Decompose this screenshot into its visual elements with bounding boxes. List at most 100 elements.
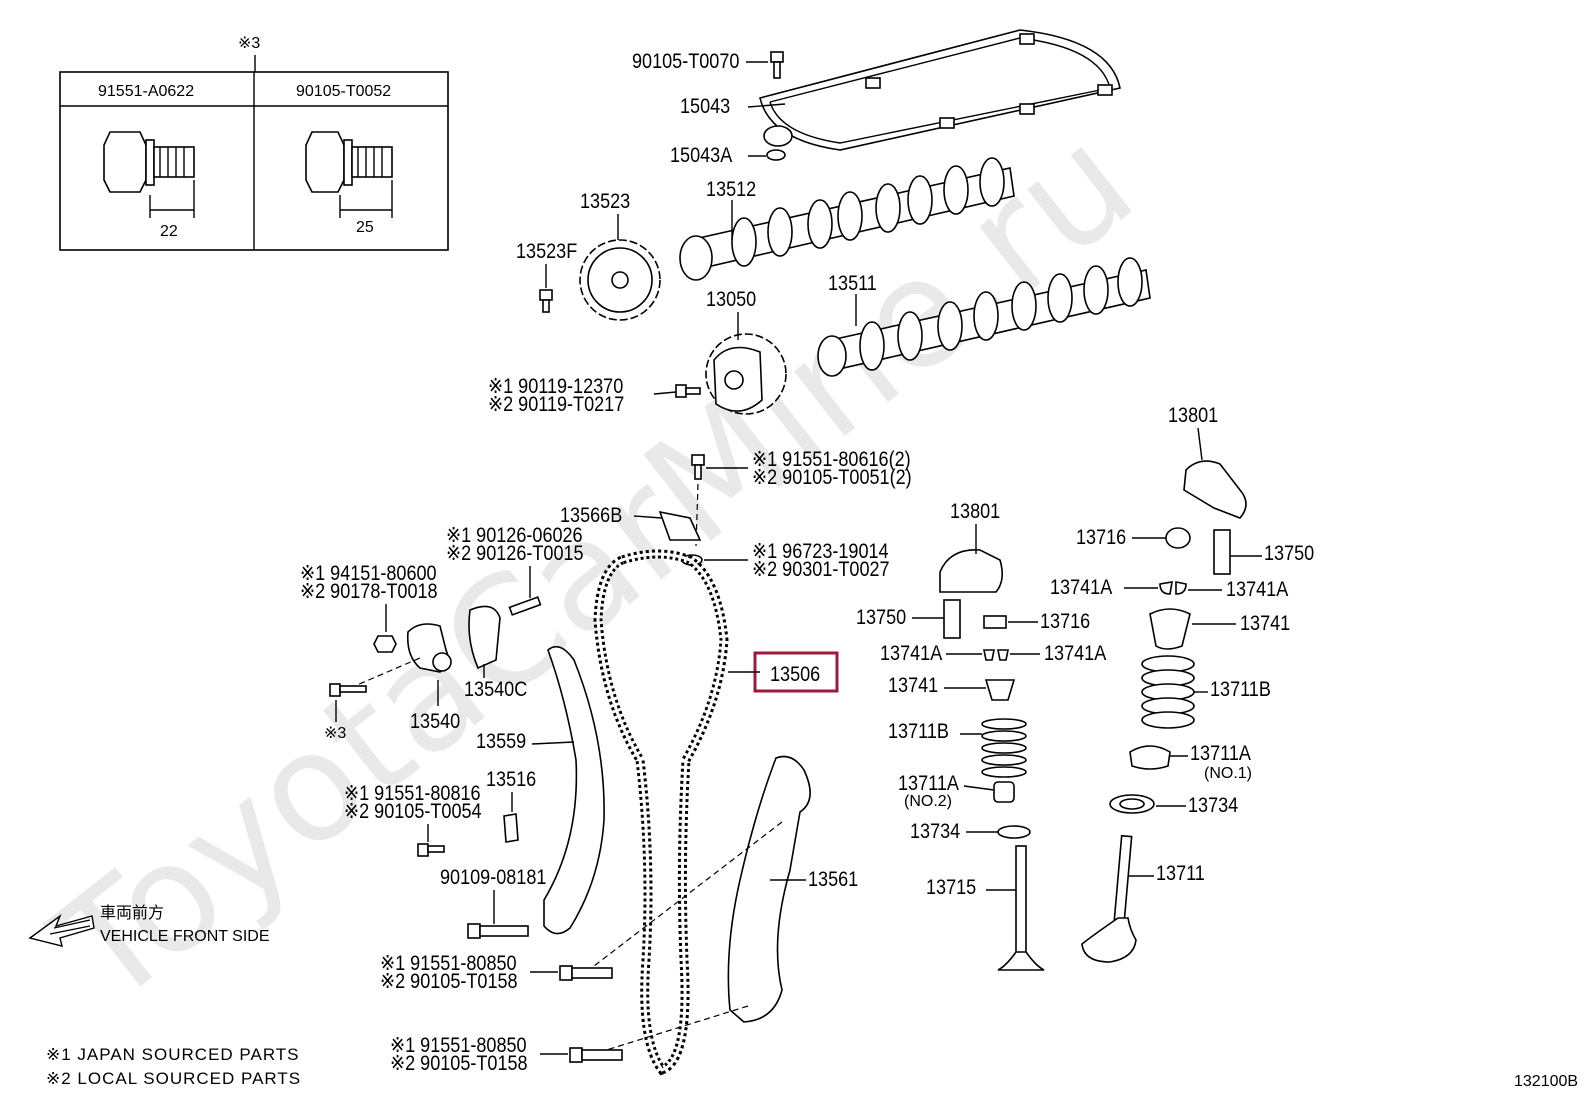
label-13523F: 13523F (516, 240, 577, 264)
small-bolt-icon (770, 51, 784, 79)
label-13711B-r: 13711B (1210, 678, 1271, 702)
rocker-arm-icon (1183, 460, 1247, 519)
label-15043A: 15043A (670, 144, 733, 168)
valve-cap-icon (1165, 527, 1191, 549)
label-13801-r: 13801 (1168, 404, 1218, 428)
label-13750-r: 13750 (1264, 542, 1314, 566)
lash-adjuster-icon (943, 599, 961, 639)
label-13540: 13540 (410, 710, 460, 734)
chain-damper-icon (503, 813, 519, 843)
label-bolt-c2: ※2 90105-T0054 (344, 800, 482, 824)
label-13741-m: 13741 (888, 674, 938, 698)
label-13561: 13561 (808, 868, 858, 892)
label-90105-T0070: 90105-T0070 (632, 50, 740, 74)
label-13516: 13516 (486, 768, 536, 792)
chain-slipper-guide (543, 645, 605, 935)
label-ref-3: ※3 (324, 725, 346, 742)
label-oring-1: ※1 96723-19014 (752, 540, 889, 564)
tensioner-gasket (468, 605, 501, 670)
chain-guide-bracket (658, 510, 702, 541)
small-bolt-icon (539, 289, 553, 313)
oring-icon (766, 149, 786, 161)
label-13741A-m1: 13741A (880, 642, 943, 666)
label-13716-m: 13716 (1040, 610, 1090, 634)
label-no1: (NO.1) (1204, 765, 1252, 782)
legend-line-1: ※1 JAPAN SOURCED PARTS (46, 1045, 300, 1064)
long-bolt-icon (569, 1047, 623, 1063)
stud-bolt-icon (508, 596, 542, 616)
label-13741A-r2: 13741A (1226, 578, 1289, 602)
label-bolt-d1: ※1 91551-80850 (380, 952, 517, 976)
label-13711A-m: 13711A (898, 772, 960, 796)
label-15043: 15043 (680, 95, 730, 119)
label-13741A-m2: 13741A (1044, 642, 1107, 666)
label-13711: 13711 (1156, 862, 1205, 886)
label-nut-1: ※1 94151-80600 (300, 562, 437, 586)
valve-seal-icon (997, 825, 1031, 839)
spring-seat-icon (1129, 745, 1171, 770)
exhaust-valve-icon (997, 845, 1045, 971)
label-stud-2: ※2 90126-T0015 (446, 542, 584, 566)
label-13566B: 13566B (560, 504, 622, 528)
small-bolt-icon (675, 384, 701, 398)
nut-icon (373, 635, 397, 653)
flange-bolt-icon (305, 131, 393, 218)
label-13716-r: 13716 (1076, 526, 1126, 550)
label-13711A-r: 13711A (1190, 742, 1252, 766)
bolt-spec-inset: ※3 91551-A0622 90105-T0052 22 25 (59, 35, 449, 251)
spring-retainer-icon (1149, 608, 1191, 650)
small-bolt-icon (329, 683, 367, 697)
label-bolt-d2: ※2 90105-T0158 (380, 970, 518, 994)
label-13801-m: 13801 (950, 500, 1000, 524)
vehicle-front-en: VEHICLE FRONT SIDE (100, 928, 270, 945)
small-bolt-icon (691, 454, 705, 480)
label-bolt-c1: ※1 91551-80816 (344, 782, 481, 806)
inset-note-mark: ※3 (238, 35, 260, 52)
cam-sprocket-icon (579, 239, 661, 321)
intake-valve-icon (1081, 834, 1137, 963)
label-13050: 13050 (706, 288, 756, 312)
label-nut-2: ※2 90178-T0018 (300, 580, 438, 604)
inset-dim-2: 25 (356, 219, 374, 236)
label-13540C: 13540C (464, 678, 527, 702)
label-bolt-b2: ※2 90105-T0051(2) (752, 466, 912, 490)
camshaft-intake (817, 257, 1151, 377)
label-13506[interactable]: 13506 (770, 663, 820, 687)
label-13559: 13559 (476, 730, 526, 754)
valve-spring-icon (1141, 655, 1195, 729)
vehicle-front-jp: 車両前方 (100, 904, 164, 922)
label-bolt-b1: ※1 91551-80616(2) (752, 448, 911, 472)
label-13512: 13512 (706, 178, 756, 202)
label-13511: 13511 (828, 272, 877, 296)
inset-part-1: 91551-A0622 (98, 83, 194, 100)
label-bolt-e2: ※2 90105-T0158 (390, 1052, 528, 1076)
label-13711B-m: 13711B (888, 720, 949, 744)
inset-part-2: 90105-T0052 (296, 83, 391, 100)
label-90109-08181: 90109-08181 (440, 866, 546, 890)
pivot-bolt-icon (467, 923, 529, 939)
label-no2: (NO.2) (904, 793, 952, 810)
rocker-arm-icon (939, 549, 1004, 593)
spring-retainer-icon (984, 679, 1016, 701)
valve-cap-icon (983, 615, 1007, 629)
legend-line-2: ※2 LOCAL SOURCED PARTS (46, 1069, 301, 1088)
vehicle-front-arrow-icon (28, 913, 95, 947)
label-bolt-a2: ※2 90119-T0217 (488, 393, 624, 417)
label-13734-m: 13734 (910, 820, 960, 844)
label-13523: 13523 (580, 190, 630, 214)
label-oring-2: ※2 90301-T0027 (752, 558, 890, 582)
label-13750-m: 13750 (856, 606, 906, 630)
long-bolt-icon (559, 965, 613, 981)
vvt-gear-icon (705, 333, 787, 415)
inset-dim-1: 22 (160, 223, 178, 240)
cam-cover-gasket (759, 29, 1121, 151)
chain-vibration-damper (727, 755, 811, 1023)
lash-adjuster-icon (1213, 529, 1231, 575)
flange-bolt-icon (103, 131, 195, 218)
label-bolt-a1: ※1 90119-12370 (488, 375, 623, 399)
label-13741-r: 13741 (1240, 612, 1290, 636)
diagram-code: 132100B (1514, 1073, 1578, 1090)
label-bolt-e1: ※1 91551-80850 (390, 1034, 527, 1058)
camshaft-exhaust (679, 157, 1015, 281)
